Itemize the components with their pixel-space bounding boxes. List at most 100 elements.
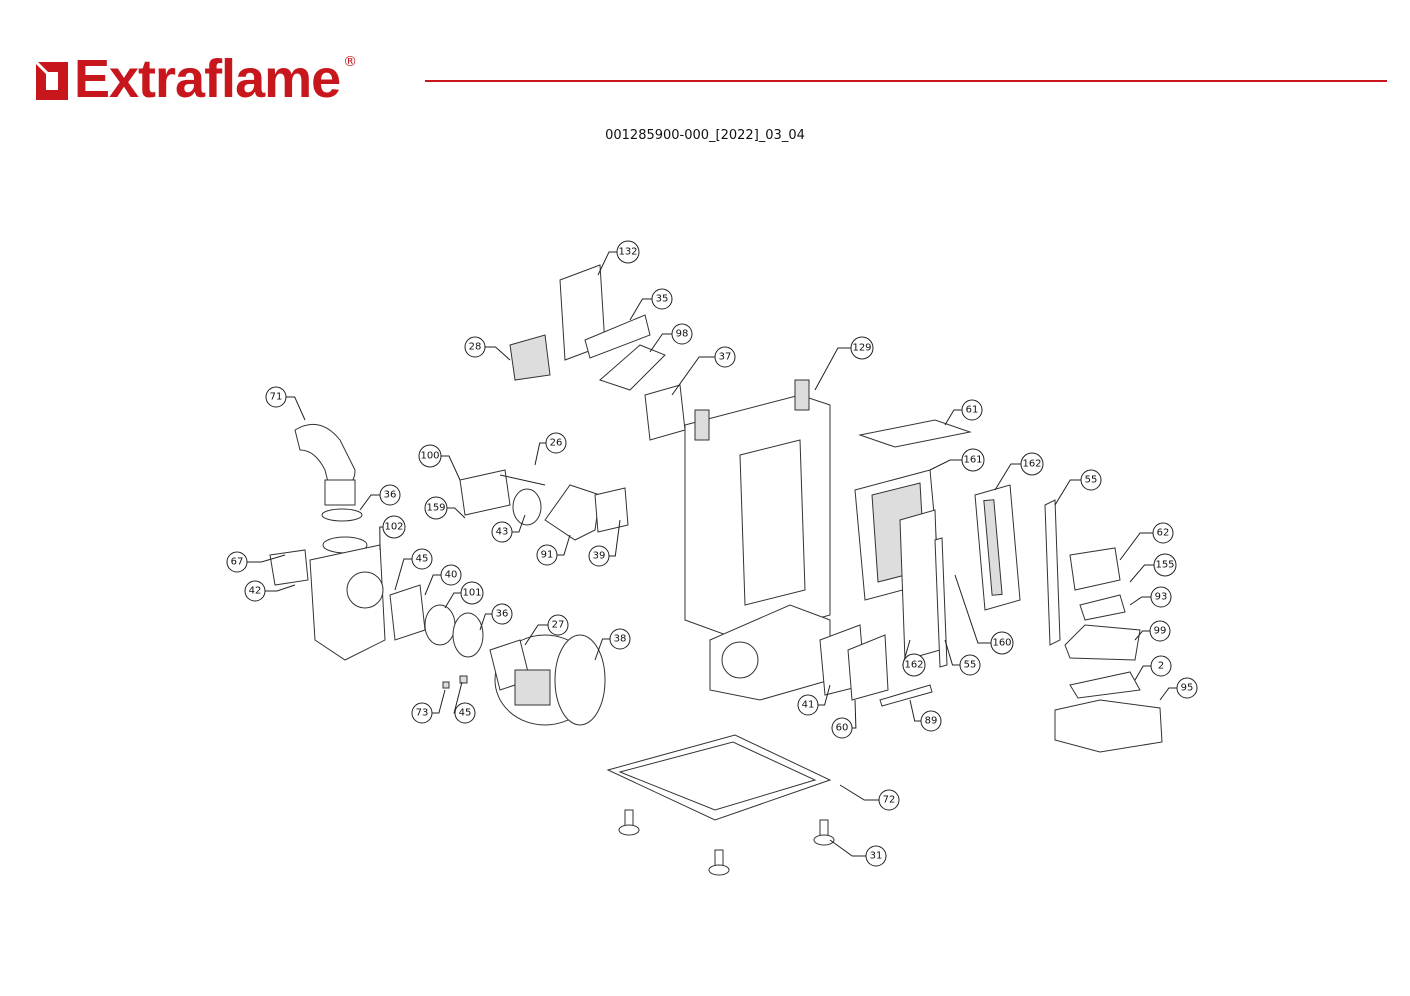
callout-number: 45 [416,554,429,565]
callout-89: 89 [909,699,942,732]
callout-bubble [714,346,736,368]
callout-45: 45 [394,548,433,591]
leader-line [818,684,831,706]
callout-bubble [440,564,462,586]
callout-number: 39 [593,551,606,562]
leader-line [929,459,963,471]
logo-mark-icon [34,60,68,100]
callout-2: 2 [1134,655,1172,681]
callout-36: 36 [479,603,513,631]
leader-line [247,554,286,563]
callout-number: 71 [270,392,283,403]
callout-bubble [1176,677,1198,699]
callout-37: 37 [671,346,736,396]
leader-line [597,251,618,276]
leader-line [609,519,621,557]
callout-62: 62 [1119,522,1174,561]
leader-line [909,699,921,722]
callout-40: 40 [424,564,462,596]
leader-line [424,574,441,596]
callout-number: 62 [1157,528,1170,539]
callout-60: 60 [831,699,857,739]
callout-bubble [831,717,853,739]
callout-bubble [454,702,476,724]
leader-line [954,574,992,644]
callout-number: 162 [904,660,923,671]
leader-line [629,298,652,321]
leader-line [394,558,412,591]
callout-bubble [545,432,567,454]
callout-number: 41 [802,700,815,711]
callout-number: 73 [416,708,429,719]
callout-bubble [1020,452,1044,476]
callout-102: 102 [379,515,406,551]
callout-number: 160 [992,638,1011,649]
callout-bubble [536,544,558,566]
callout-41: 41 [797,684,831,716]
callout-number: 28 [469,342,482,353]
callout-number: 43 [496,527,509,538]
leader-line [286,396,306,421]
callout-number: 26 [550,438,563,449]
callout-bubble [464,336,486,358]
leader-line [440,455,461,481]
callout-number: 55 [1085,475,1098,486]
callout-bubble [959,654,981,676]
callout-bubble [411,548,433,570]
leader-line [1119,532,1153,561]
callout-bubble [878,789,900,811]
callout-61: 61 [944,399,983,426]
callout-159: 159 [424,496,466,520]
callout-number: 161 [963,455,982,466]
callout-73: 73 [411,689,446,724]
callout-bubble [382,515,406,539]
callout-number: 100 [420,451,439,462]
callout-bubble [491,521,513,543]
leader-line [994,463,1022,491]
leader-line [839,784,879,801]
header-rule [425,80,1387,82]
leader-line [446,507,466,519]
callout-bubble [850,336,874,360]
callout-number: 102 [384,522,403,533]
leader-line [1129,596,1151,606]
callout-155: 155 [1129,553,1177,583]
callout-bubble [797,694,819,716]
document-code: 001285900-000_[2022]_03_04 [605,128,805,143]
callout-bubble [244,580,266,602]
callout-161: 161 [929,448,985,472]
callout-number: 67 [231,557,244,568]
callout-91: 91 [536,534,571,566]
callout-bubble [1153,553,1177,577]
callout-bubble [491,603,513,625]
leader-line [485,346,511,361]
callout-bubble [226,551,248,573]
callout-31: 31 [829,839,887,867]
callout-bubble [902,653,926,677]
callout-bubble [424,496,448,520]
callout-number: 60 [836,723,849,734]
callout-100: 100 [418,444,461,481]
callout-number: 36 [496,609,509,620]
callout-number: 37 [719,352,732,363]
callout-bubble [265,386,287,408]
callout-number: 38 [614,634,627,645]
brand-name: Extraflame [74,49,341,109]
leader-line [432,689,446,714]
callout-bubble [418,444,442,468]
leader-line [829,839,866,857]
brand-logo: Extraflame ® [34,48,357,110]
callout-number: 159 [426,503,445,514]
callout-bubble [990,631,1014,655]
callout-bubble [547,614,569,636]
callout-bubble [1149,620,1171,642]
callout-39: 39 [588,519,621,567]
callout-bubble [1150,655,1172,677]
callout-55: 55 [1054,469,1102,506]
callout-number: 31 [870,851,883,862]
callout-bubble [588,545,610,567]
callout-number: 98 [676,329,689,340]
callout-number: 45 [459,708,472,719]
callout-162: 162 [994,452,1044,491]
